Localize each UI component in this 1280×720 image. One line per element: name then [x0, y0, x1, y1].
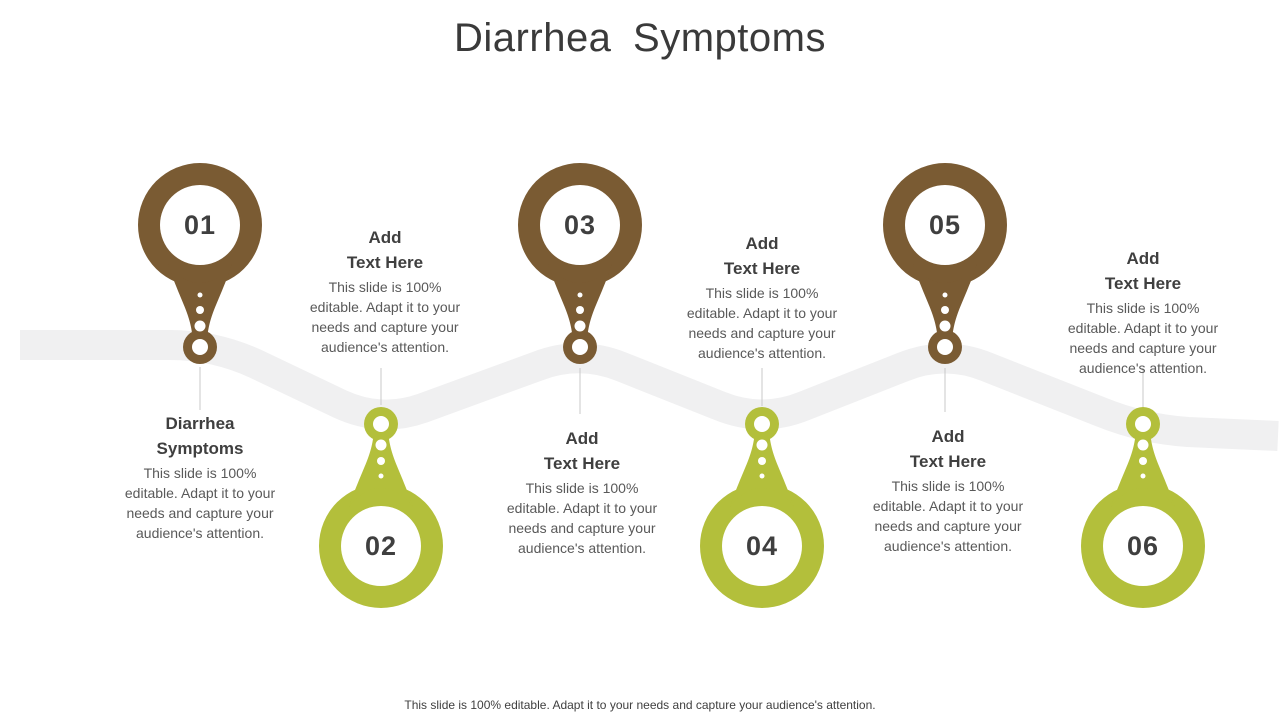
block-body: This slide is 100% editable. Adapt it to…	[487, 478, 677, 558]
block-heading: Add Text Here	[853, 424, 1043, 474]
heading-line: Text Here	[723, 259, 801, 278]
text-block-2[interactable]: Add Text Here This slide is 100% editabl…	[290, 225, 480, 357]
block-heading: Add Text Here	[667, 231, 857, 281]
text-block-5[interactable]: Add Text Here This slide is 100% editabl…	[853, 424, 1043, 556]
body-line: needs and capture your	[874, 518, 1022, 534]
body-line: audience's attention.	[321, 339, 449, 355]
heading-line: Symptoms	[156, 439, 244, 458]
body-line: needs and capture your	[126, 505, 274, 521]
heading-line: Text Here	[346, 253, 424, 272]
body-line: editable. Adapt it to your	[506, 500, 658, 516]
body-line: editable. Adapt it to your	[872, 498, 1024, 514]
body-line: editable. Adapt it to your	[1067, 320, 1219, 336]
block-heading: Add Text Here	[487, 426, 677, 476]
heading-line: Add	[368, 228, 402, 247]
heading-line: Add	[1126, 249, 1160, 268]
text-block-1[interactable]: Diarrhea Symptoms This slide is 100% edi…	[105, 411, 295, 543]
block-body: This slide is 100% editable. Adapt it to…	[1048, 298, 1238, 378]
body-line: needs and capture your	[688, 325, 836, 341]
marker-number: 03	[564, 210, 596, 240]
heading-line: Diarrhea	[165, 414, 235, 433]
body-line: needs and capture your	[508, 520, 656, 536]
body-line: This slide is 100%	[891, 478, 1005, 494]
body-line: This slide is 100%	[525, 480, 639, 496]
body-line: editable. Adapt it to your	[309, 299, 461, 315]
heading-line: Text Here	[909, 452, 987, 471]
marker-pin-03[interactable]: 03	[500, 155, 660, 390]
block-heading: Add Text Here	[290, 225, 480, 275]
body-line: audience's attention.	[884, 538, 1012, 554]
marker-pin-02[interactable]: 02	[301, 386, 461, 621]
block-heading: Diarrhea Symptoms	[105, 411, 295, 461]
heading-line: Text Here	[1104, 274, 1182, 293]
block-body: This slide is 100% editable. Adapt it to…	[105, 463, 295, 543]
body-line: needs and capture your	[311, 319, 459, 335]
text-block-4[interactable]: Add Text Here This slide is 100% editabl…	[667, 231, 857, 363]
slide-footer: This slide is 100% editable. Adapt it to…	[404, 698, 876, 712]
block-body: This slide is 100% editable. Adapt it to…	[853, 476, 1043, 556]
text-block-6[interactable]: Add Text Here This slide is 100% editabl…	[1048, 246, 1238, 378]
marker-number: 02	[365, 531, 397, 561]
heading-line: Add	[745, 234, 779, 253]
body-line: audience's attention.	[698, 345, 826, 361]
body-line: This slide is 100%	[1086, 300, 1200, 316]
text-block-3[interactable]: Add Text Here This slide is 100% editabl…	[487, 426, 677, 558]
body-line: This slide is 100%	[328, 279, 442, 295]
marker-number: 01	[184, 210, 216, 240]
marker-pin-01[interactable]: 01	[120, 155, 280, 390]
body-line: editable. Adapt it to your	[686, 305, 838, 321]
body-line: This slide is 100%	[705, 285, 819, 301]
body-line: audience's attention.	[518, 540, 646, 556]
block-heading: Add Text Here	[1048, 246, 1238, 296]
marker-number: 04	[746, 531, 778, 561]
heading-line: Text Here	[543, 454, 621, 473]
block-body: This slide is 100% editable. Adapt it to…	[290, 277, 480, 357]
block-body: This slide is 100% editable. Adapt it to…	[667, 283, 857, 363]
ribbon-path	[20, 330, 1279, 451]
marker-pin-05[interactable]: 05	[865, 155, 1025, 390]
marker-pin-04[interactable]: 04	[682, 386, 842, 621]
marker-number: 06	[1127, 531, 1159, 561]
body-line: This slide is 100%	[143, 465, 257, 481]
marker-number: 05	[929, 210, 961, 240]
marker-pin-06[interactable]: 06	[1063, 386, 1223, 621]
heading-line: Add	[565, 429, 599, 448]
body-line: editable. Adapt it to your	[124, 485, 276, 501]
body-line: audience's attention.	[136, 525, 264, 541]
body-line: needs and capture your	[1069, 340, 1217, 356]
slide-title: Diarrhea Symptoms	[454, 16, 826, 60]
body-line: audience's attention.	[1079, 360, 1207, 376]
heading-line: Add	[931, 427, 965, 446]
